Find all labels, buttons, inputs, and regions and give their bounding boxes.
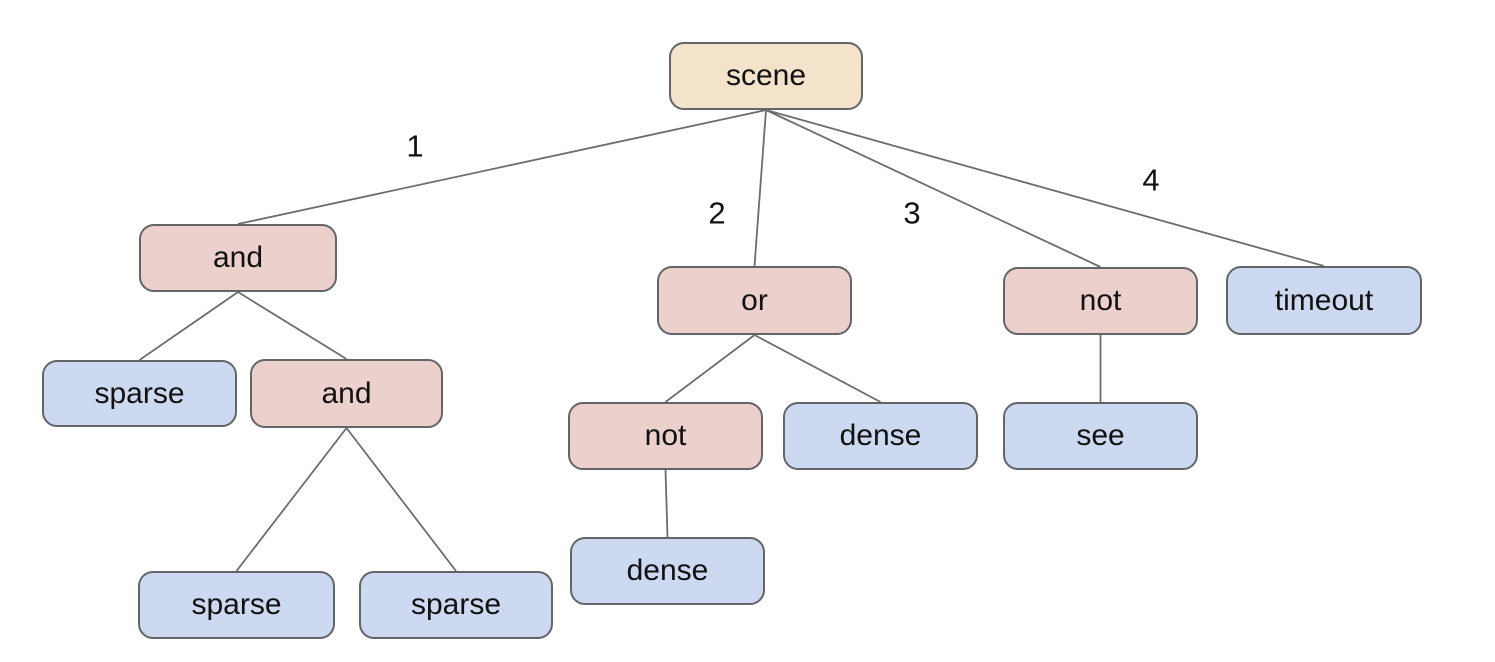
node-scene: scene (669, 42, 863, 110)
node-not-1: not (568, 402, 763, 470)
node-dense-1: dense (783, 402, 978, 470)
edge-and-1-to-sparse-1 (138, 291, 239, 361)
edge-scene-to-not-2 (765, 109, 1101, 268)
node-and-2: and (250, 359, 443, 428)
node-timeout-1: timeout (1226, 266, 1422, 335)
edge-scene-to-and-1 (237, 109, 767, 225)
node-sparse-2: sparse (138, 571, 335, 639)
edge-label-1: 1 (406, 128, 424, 164)
edge-label-4: 4 (1142, 162, 1160, 198)
edge-and-2-to-sparse-2 (235, 427, 348, 572)
node-see-1: see (1003, 402, 1198, 470)
node-or-1: or (657, 266, 852, 335)
edge-and-2-to-sparse-3 (345, 427, 457, 572)
node-dense-2: dense (570, 537, 765, 605)
edge-scene-to-or-1 (753, 109, 767, 267)
edge-or-1-to-dense-1 (754, 334, 881, 403)
edge-not-1-to-dense-2 (664, 469, 669, 538)
edge-label-2: 2 (708, 195, 726, 231)
edge-and-1-to-and-2 (237, 291, 347, 360)
node-not-2: not (1003, 267, 1198, 335)
edge-label-3: 3 (903, 195, 921, 231)
edge-scene-to-timeout-1 (765, 109, 1325, 267)
edge-or-1-to-not-1 (664, 334, 756, 403)
node-sparse-3: sparse (359, 571, 553, 639)
node-and-1: and (139, 224, 337, 292)
node-sparse-1: sparse (42, 360, 237, 427)
